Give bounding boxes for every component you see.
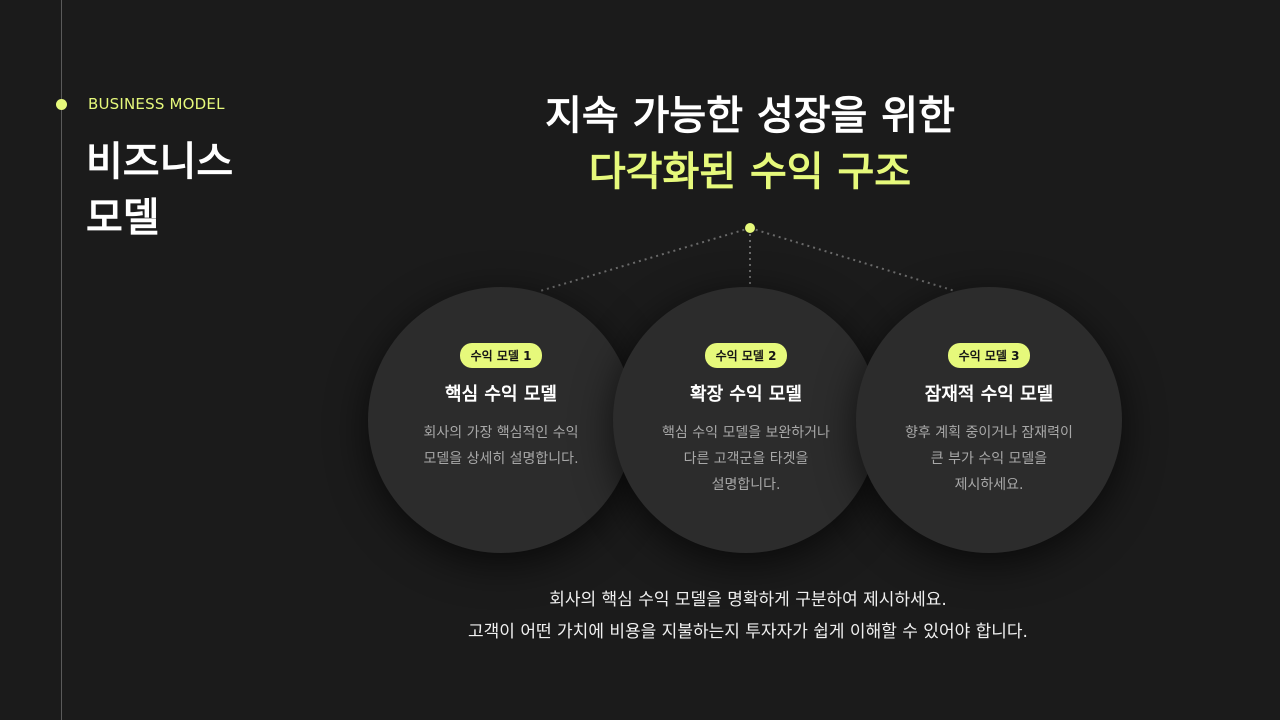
model-card-3: 수익 모델 3 잠재적 수익 모델 향후 계획 중이거나 잠재력이 큰 부가 수…: [856, 287, 1122, 553]
connector-hub-dot: [745, 223, 755, 233]
connector-right: [749, 227, 956, 292]
heading-line-2-accent: 다각화된 수익 구조: [588, 149, 912, 195]
footer-caption: 회사의 핵심 수익 모델을 명확하게 구분하여 제시하세요. 고객이 어떤 가치…: [400, 584, 1096, 648]
model-title: 확장 수익 모델: [690, 384, 802, 405]
main-heading: 지속 가능한 성장을 위한 다각화된 수익 구조: [470, 90, 1030, 198]
model-badge: 수익 모델 2: [704, 343, 788, 368]
timeline-dot: [56, 99, 67, 110]
model-badge: 수익 모델 3: [947, 343, 1031, 368]
model-description: 핵심 수익 모델을 보완하거나 다른 고객군을 타겟을 설명합니다.: [662, 425, 830, 493]
footer-line-1: 회사의 핵심 수익 모델을 명확하게 구분하여 제시하세요.: [549, 590, 947, 610]
model-badge: 수익 모델 1: [459, 343, 543, 368]
model-description: 회사의 가장 핵심적인 수익 모델을 상세히 설명합니다.: [423, 425, 579, 467]
footer-line-2: 고객이 어떤 가치에 비용을 지불하는지 투자자가 쉽게 이해할 수 있어야 합…: [468, 622, 1028, 642]
model-card-2: 수익 모델 2 확장 수익 모델 핵심 수익 모델을 보완하거나 다른 고객군을…: [613, 287, 879, 553]
connector-left: [539, 227, 751, 292]
model-title: 잠재적 수익 모델: [924, 384, 1054, 405]
timeline-line: [61, 0, 62, 720]
model-description: 향후 계획 중이거나 잠재력이 큰 부가 수익 모델을 제시하세요.: [905, 425, 1073, 493]
heading-line-1: 지속 가능한 성장을 위한: [545, 93, 955, 139]
section-eyebrow: BUSINESS MODEL: [88, 95, 225, 113]
model-title: 핵심 수익 모델: [445, 384, 557, 405]
section-title: 비즈니스 모델: [86, 139, 234, 241]
model-card-1: 수익 모델 1 핵심 수익 모델 회사의 가장 핵심적인 수익 모델을 상세히 …: [368, 287, 634, 553]
